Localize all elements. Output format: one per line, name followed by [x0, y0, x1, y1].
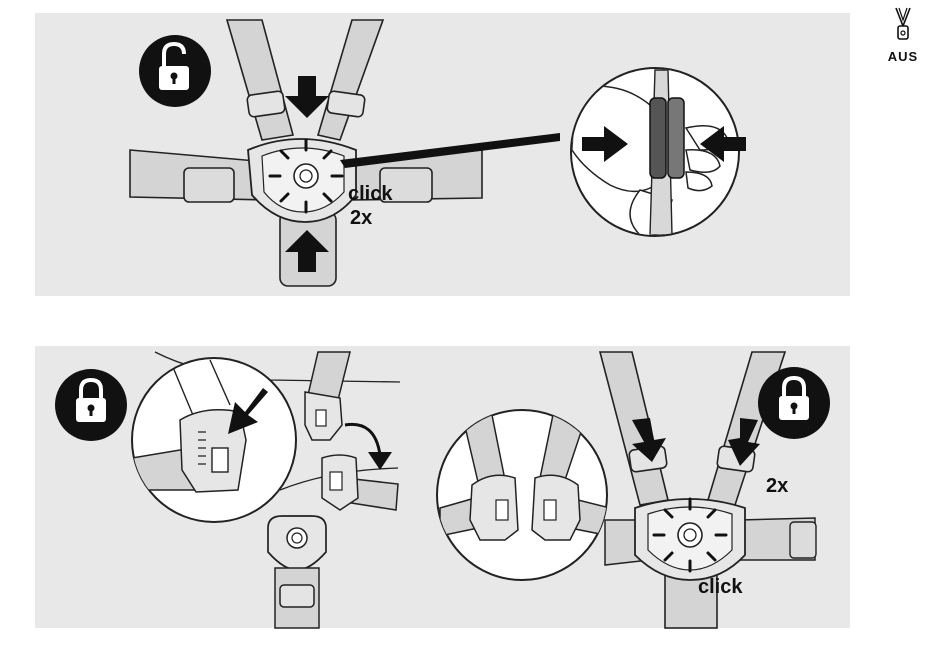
click-label-lock: click	[698, 576, 743, 598]
locked-padlock-icon	[55, 369, 127, 441]
arrow-down-icon	[285, 76, 329, 118]
locked-padlock-icon-right	[758, 367, 830, 439]
buckle-receiver-illustration	[268, 516, 326, 628]
buckle-tongue-illustration	[305, 352, 398, 510]
click-label: click	[348, 183, 393, 205]
zoom-detail-insert-tongue	[132, 358, 296, 522]
unlocked-padlock-icon	[139, 35, 211, 107]
zoom-detail-squeeze	[571, 68, 746, 240]
count-label-lock: 2x	[766, 475, 788, 497]
count-label: 2x	[350, 207, 372, 229]
zoom-detail-tongues-joined	[437, 405, 610, 580]
